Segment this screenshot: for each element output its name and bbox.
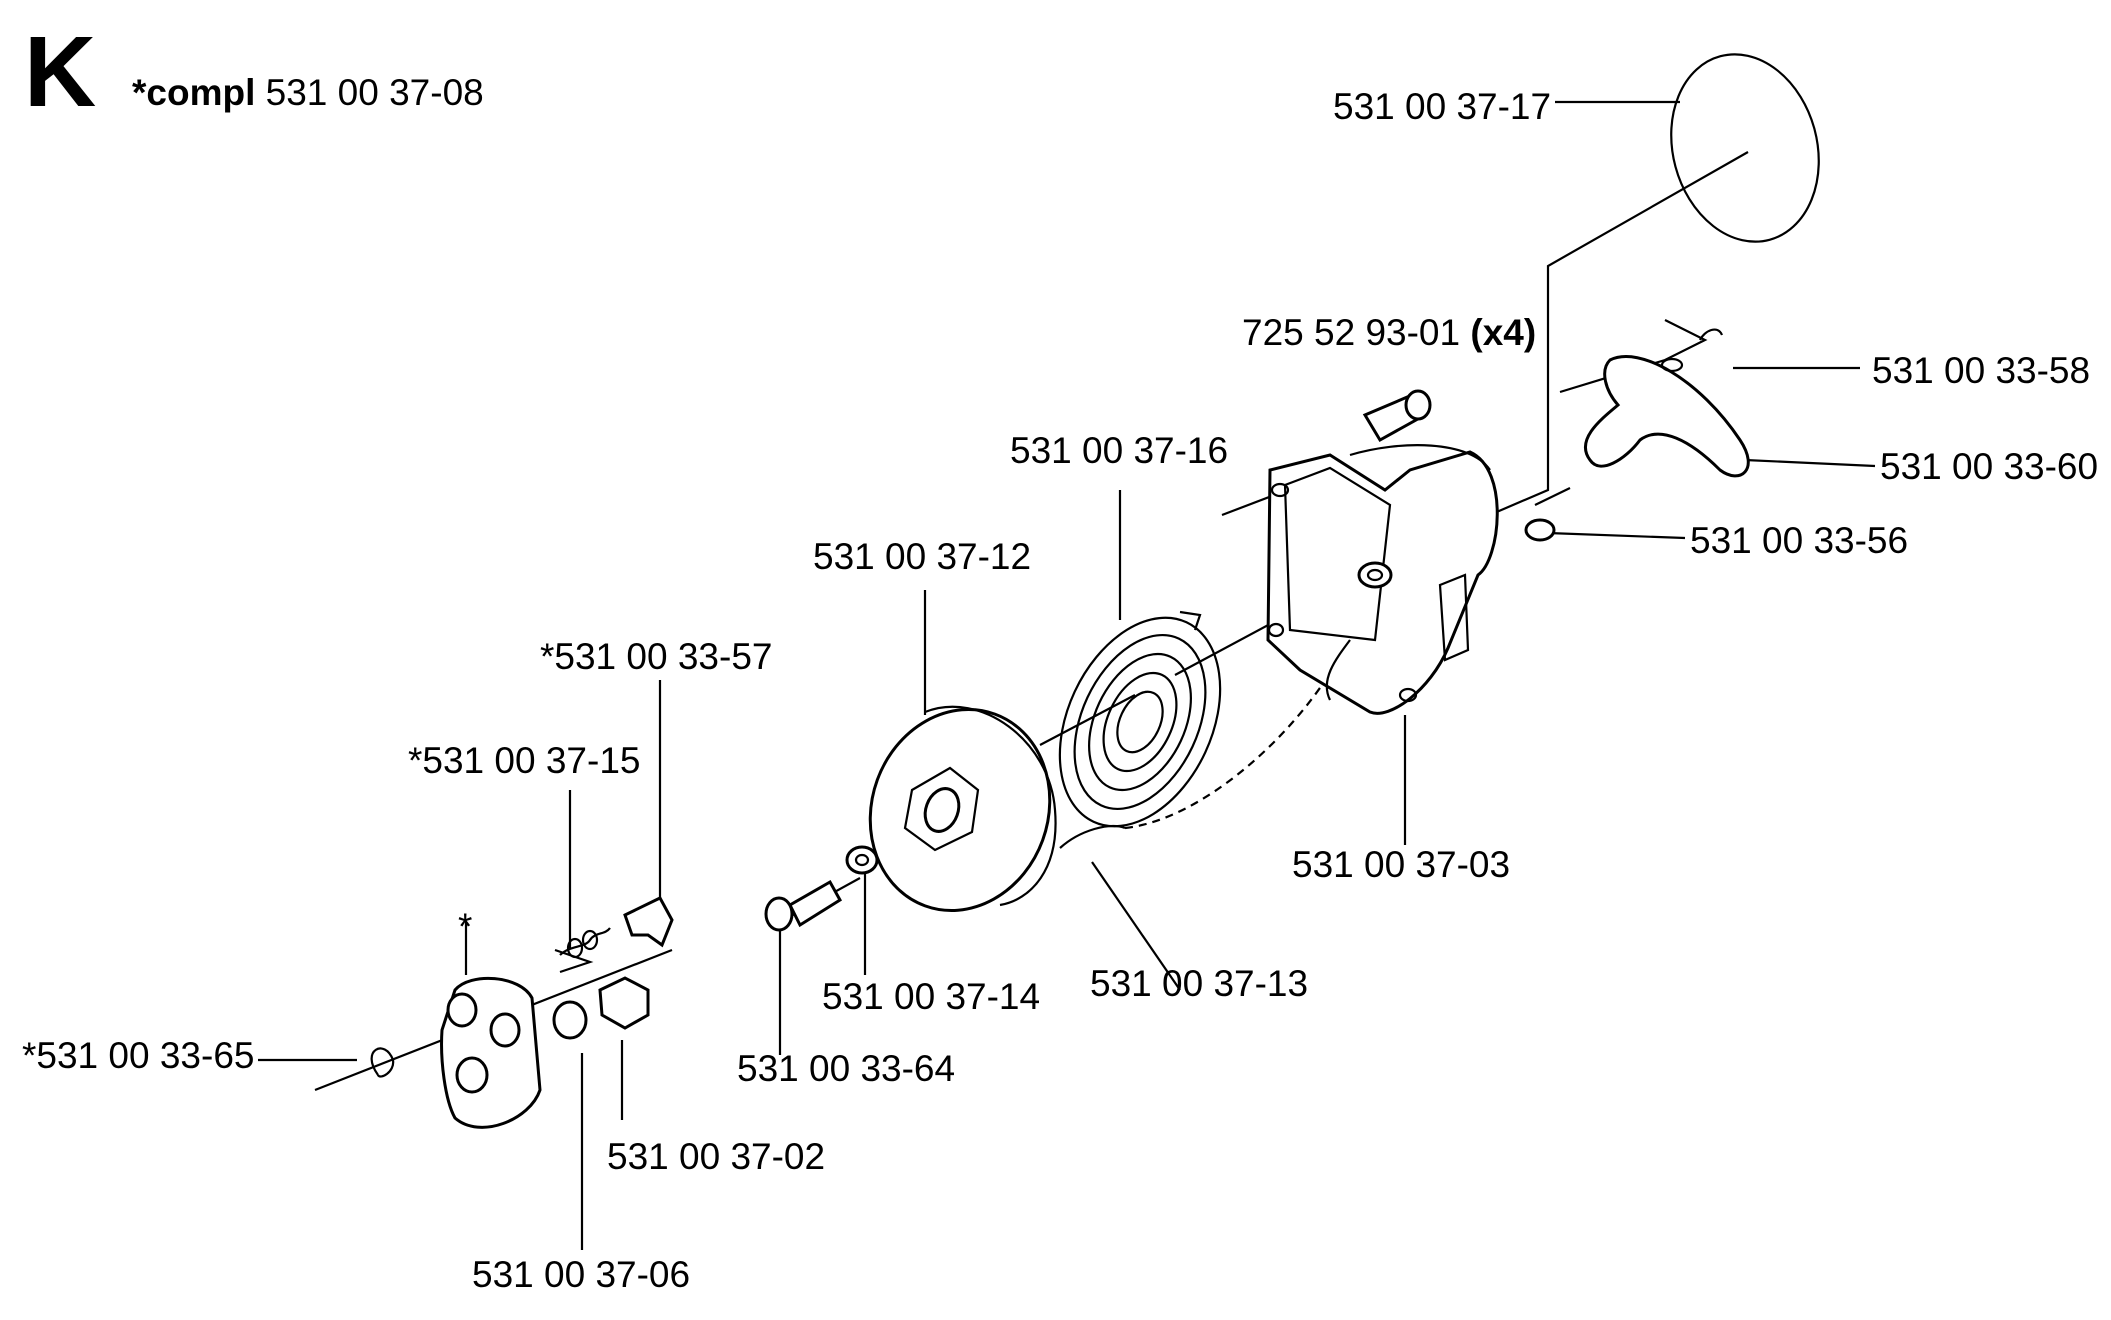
t-handle-part <box>1583 328 1750 478</box>
part-label-531-00-37-02: 531 00 37-02 <box>607 1136 826 1177</box>
part-label-531-00-37-03: 531 00 37-03 <box>1292 844 1511 885</box>
part-label-531-00-37-14: 531 00 37-14 <box>822 976 1041 1017</box>
part-label-531-00-33-56: 531 00 33-56 <box>1690 520 1909 561</box>
part-label-531-00-33-65: *531 00 33-65 <box>22 1035 255 1076</box>
recoil-spring-part <box>1058 610 1222 828</box>
quantity: (x4) <box>1470 312 1537 353</box>
part-label-531-00-37-06: 531 00 37-06 <box>472 1254 691 1295</box>
section-letter: K <box>24 16 97 128</box>
part-label-531-00-33-64: 531 00 33-64 <box>737 1048 956 1089</box>
part-label-531-00-37-17: 531 00 37-17 <box>1333 86 1552 127</box>
washer-hole <box>854 853 870 867</box>
pawl-carrier-part <box>440 976 542 1129</box>
hex-nut-part <box>598 976 650 1030</box>
compl-prefix: *compl <box>132 72 256 113</box>
circlip-part <box>370 1047 395 1078</box>
pawl-spring-part <box>559 927 611 959</box>
part-label-531-00-37-15: *531 00 37-15 <box>408 740 641 781</box>
part-label-531-00-33-57: *531 00 33-57 <box>540 636 773 677</box>
rope-pulley-part <box>868 705 1057 912</box>
part-label-531-00-33-60: 531 00 33-60 <box>1880 446 2099 487</box>
compl-number: 531 00 37-08 <box>265 72 484 113</box>
starter-rope-part <box>1059 824 1126 849</box>
part-label-531-00-37-12: 531 00 37-12 <box>813 536 1032 577</box>
leader-lines <box>258 100 1876 1250</box>
washer-part <box>845 845 879 875</box>
part-label-531-00-33-58: 531 00 33-58 <box>1872 350 2091 391</box>
part-label-725-52-93-01: 725 52 93-01 (x4) <box>1242 314 1536 351</box>
handle-cover-part <box>1670 53 1820 243</box>
center-screw-part <box>764 879 843 932</box>
part-number: 725 52 93-01 <box>1242 312 1461 353</box>
rope-guide-bush-part <box>1524 518 1556 542</box>
star-marker: * <box>458 906 473 947</box>
flat-washer-part <box>552 1000 588 1040</box>
starter-housing-part <box>1266 444 1499 715</box>
part-label-531-00-37-13: 531 00 37-13 <box>1090 963 1309 1004</box>
pawl-part <box>623 896 674 948</box>
complete-assembly-number: *compl 531 00 37-08 <box>132 74 484 111</box>
assembly-axes <box>314 151 1749 1092</box>
housing-screw-part <box>1362 389 1432 443</box>
part-label-531-00-37-16: 531 00 37-16 <box>1010 430 1229 471</box>
